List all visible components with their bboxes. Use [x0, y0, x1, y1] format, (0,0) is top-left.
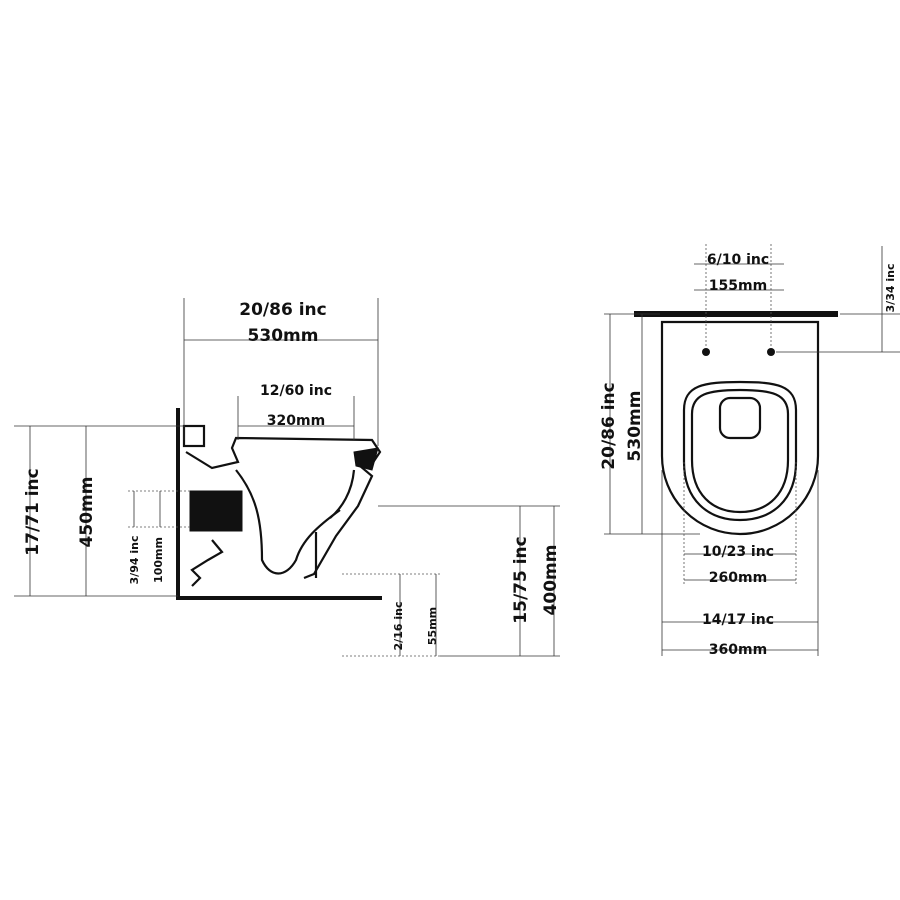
total-height-mm-label: 450mm — [77, 477, 97, 548]
trapway-contour — [235, 469, 341, 575]
bowl-outer-contour — [185, 436, 382, 580]
inner-width-mm-label: 320mm — [267, 413, 325, 429]
total-height-in-label: 17/71 inc — [23, 468, 43, 555]
depth-in-label: 20/86 inc — [599, 382, 619, 469]
top-view: 6/10 inc 155mm 3/34 inc 20/86 inc 530mm … — [599, 244, 900, 658]
seat-width-mm-label: 260mm — [709, 570, 767, 586]
outer-width-in-label: 14/17 inc — [702, 612, 774, 628]
bolt-offset-in-label: 3/34 inc — [884, 264, 897, 313]
seat-inner-outline — [690, 388, 790, 514]
outer-width-mm-label: 360mm — [709, 642, 767, 658]
bolt-hole-right-icon — [767, 348, 775, 356]
overall-width-mm-label: 530mm — [248, 326, 319, 346]
depth-mm-label: 530mm — [625, 391, 645, 462]
side-view: 20/86 inc 530mm 12/60 inc 320mm 17/71 in… — [14, 298, 561, 657]
bolt-spacing-in-label: 6/10 inc — [707, 252, 769, 268]
toilet-side-profile — [182, 424, 382, 587]
seat-width-in-label: 10/23 inc — [702, 544, 774, 560]
seat-edge — [353, 447, 379, 471]
outlet-height-mm-label: 100mm — [152, 537, 165, 583]
rim-height-mm-label: 400mm — [541, 545, 561, 616]
wall-and-floor-line — [176, 408, 382, 600]
rim-height-in-label: 15/75 inc — [511, 536, 531, 623]
inner-width-in-label: 12/60 inc — [260, 383, 332, 399]
floor-gap-mm-label: 55mm — [426, 607, 439, 645]
bowl-inner-wall — [329, 469, 356, 519]
bowl-outer-outline — [660, 320, 820, 536]
floor-gap-in-label: 2/16 inc — [392, 602, 405, 651]
bolt-hole-left-icon — [702, 348, 710, 356]
outlet-height-in-label: 3/94 inc — [128, 536, 141, 585]
outlet-pipe — [189, 490, 243, 532]
bolt-spacing-mm-label: 155mm — [709, 278, 767, 294]
seat-hinge-tab — [718, 396, 762, 440]
overall-width-in-label: 20/86 inc — [239, 300, 326, 320]
seat-outer-outline — [682, 380, 798, 522]
flush-bracket — [182, 424, 206, 448]
base-support — [190, 539, 224, 587]
